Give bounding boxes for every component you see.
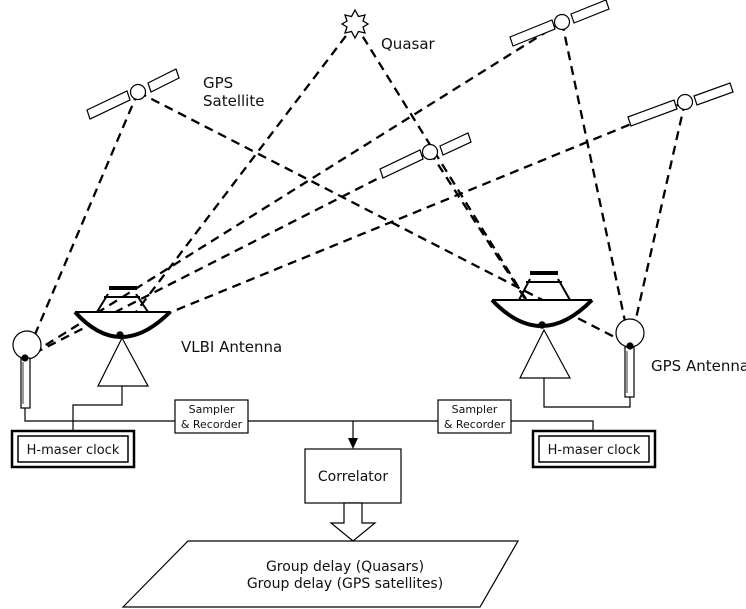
sampler-right-line1: Sampler [452,403,498,416]
output-arrow [329,502,377,542]
sampler-recorder-right-box [437,399,512,434]
gps-satellite-label-line2: Satellite [203,92,264,110]
sat1-to-gps-left [23,91,140,359]
correlator-box [304,448,402,504]
gps-antenna-label: GPS Antenna [651,357,746,375]
sat3-to-gps-right [628,101,687,346]
output-parallelogram [121,540,520,608]
sat1-to-gps-right [137,90,631,347]
gps-satellite-label-line1: GPS [203,74,233,92]
vlbi-antenna-left-icon [73,286,172,387]
sampler-right-line2: & Recorder [444,418,506,431]
hmaser-clock-right-label: H-maser clock [548,443,641,458]
gps-antenna-right-icon [615,318,645,398]
gps-satellite-4-icon [379,132,472,179]
hmaser-clock-left-box [10,429,136,469]
hmaser-clock-left-label: H-maser clock [27,443,120,458]
wiring [24,378,631,449]
sampler-recorder-left-box [174,399,249,434]
output-line2: Group delay (GPS satellites) [247,576,443,592]
gps-satellite-1-icon [86,68,180,120]
quasar-icon [340,8,370,40]
quasar-label: Quasar [381,35,436,53]
vlbi-antenna-label: VLBI Antenna [181,338,282,356]
output-line1: Group delay (Quasars) [266,559,424,575]
gps-satellite-2-icon [509,0,610,47]
correlator-label: Correlator [318,469,388,485]
sat3-to-vlbi-left [119,100,686,335]
sat2-to-gps-right [560,21,632,346]
arrow-to-correlator [348,438,358,449]
sampler-left-line1: Sampler [189,403,235,416]
sat4-to-gps-left [24,150,431,360]
sat4-to-vlbi-right [429,151,543,326]
gps-satellite-3-icon [627,82,734,127]
sampler-left-line2: & Recorder [181,418,243,431]
hmaser-clock-right-box [531,429,657,469]
gps-antenna-left-icon [12,330,42,409]
vlbi-antenna-right-icon [490,271,594,379]
sat2-to-gps-left [24,21,563,359]
quasar-to-vlbi-left [119,23,356,334]
